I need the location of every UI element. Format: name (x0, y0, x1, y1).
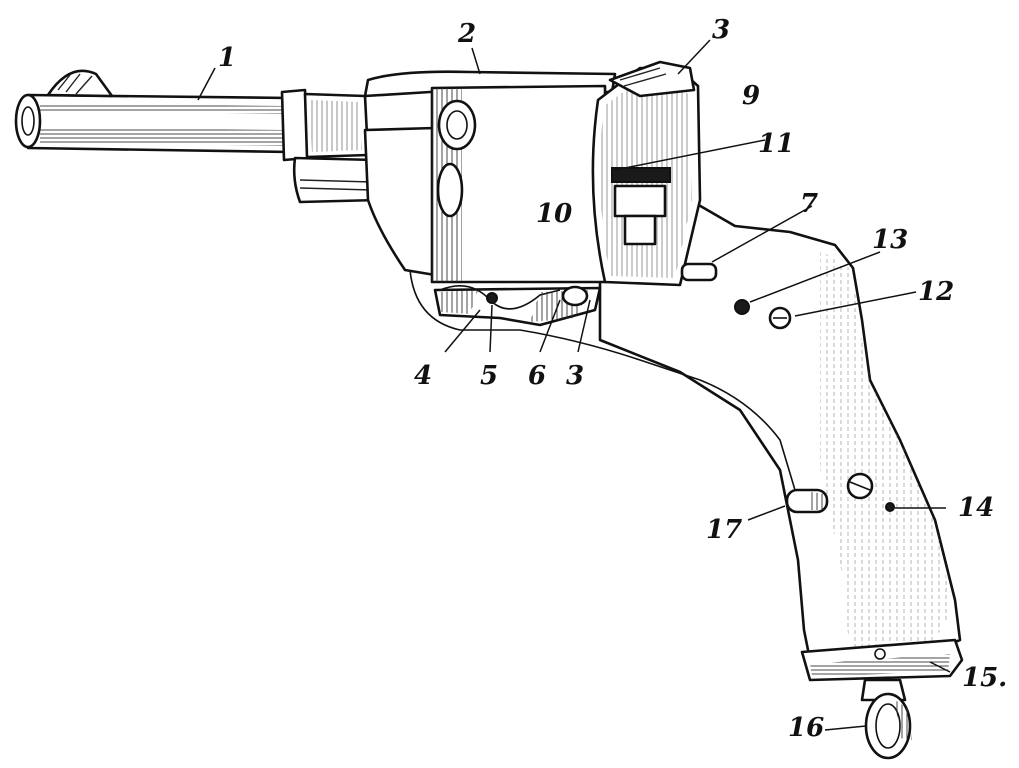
label-3-bottom: 3 (566, 361, 584, 391)
pin-17 (785, 488, 829, 514)
gate-assembly (433, 284, 602, 327)
ejector-housing (292, 156, 380, 204)
screw-12 (768, 306, 792, 330)
grip-frame (598, 198, 962, 662)
pin-7 (680, 262, 718, 282)
part-labels: 1 2 3 9 11 10 7 13 12 4 5 6 3 14 17 15. … (218, 15, 1007, 743)
label-14: 14 (958, 493, 994, 523)
lanyard-ring (860, 678, 912, 760)
dot-13 (734, 299, 750, 315)
label-1: 1 (218, 43, 236, 73)
label-3-top: 3 (712, 15, 730, 45)
label-11: 11 (758, 129, 794, 159)
barrel-collar (280, 88, 370, 162)
label-10: 10 (536, 199, 572, 229)
lock-mechanism (611, 167, 671, 246)
hammer (608, 60, 696, 98)
label-2: 2 (457, 19, 476, 49)
label-13: 13 (872, 225, 908, 255)
grip-screw (846, 472, 874, 500)
label-16: 16 (788, 713, 824, 743)
barrel (14, 93, 294, 154)
label-15: 15. (962, 663, 1007, 693)
cylinder (430, 84, 608, 284)
butt-plate (800, 638, 964, 682)
label-5: 5 (480, 361, 498, 391)
front-sight (46, 69, 114, 98)
label-9: 9 (742, 81, 760, 111)
trigger-guard (409, 269, 799, 501)
label-7: 7 (800, 189, 818, 219)
label-12: 12 (918, 277, 954, 307)
label-4: 4 (414, 361, 432, 391)
leader-lines (197, 39, 951, 731)
dot-14 (885, 502, 895, 512)
frame-front (363, 126, 437, 277)
label-6: 6 (528, 361, 546, 391)
label-17: 17 (706, 515, 742, 545)
